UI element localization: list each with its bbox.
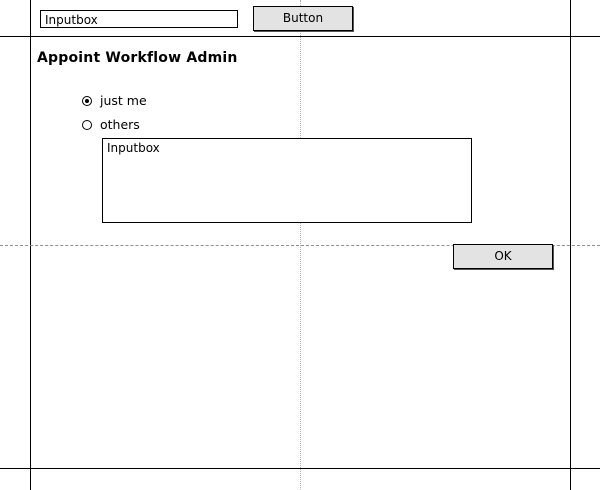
ok-button[interactable]: OK — [453, 244, 553, 269]
option-label: others — [100, 117, 140, 132]
others-inputbox[interactable]: Inputbox — [102, 138, 472, 223]
guide-line-center-horizontal — [0, 245, 600, 246]
dialog-title: Appoint Workflow Admin — [37, 50, 238, 66]
option-others[interactable]: others — [82, 117, 140, 132]
top-inputbox[interactable]: Inputbox — [40, 10, 238, 28]
option-label: just me — [100, 93, 147, 108]
top-button[interactable]: Button — [253, 6, 353, 31]
radio-icon-selected[interactable] — [82, 95, 92, 106]
radio-icon-unselected[interactable] — [82, 119, 92, 130]
option-just-me[interactable]: just me — [82, 93, 147, 108]
